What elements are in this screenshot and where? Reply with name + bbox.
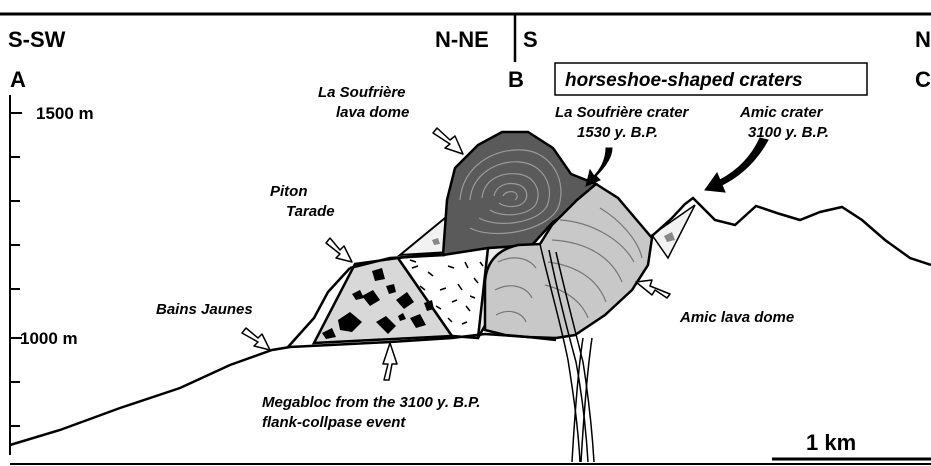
soufriere-dome-label-2: lava dome [336,104,409,121]
arrow-megabloc [383,343,397,380]
arrow-amic-crater [705,138,768,192]
arrow-soufriere-dome [433,128,463,154]
soufriere-dome-label-1: La Soufrière [318,84,406,101]
craters-box-label: horseshoe-shaped craters [565,70,803,91]
header-right-start: S [523,27,538,52]
bains-jaunes-label: Bains Jaunes [156,301,253,318]
arrow-bains-jaunes [242,328,270,350]
crater-arrows [586,138,768,192]
arrow-soufriere-crater [586,148,612,186]
scale-bar-label: 1 km [806,430,856,455]
point-a: A [10,67,26,92]
amic-crater-label-2: 3100 y. B.P. [748,124,829,141]
elevation-axis [10,95,22,455]
header-left-end: N-NE [435,27,489,52]
elevation-label-lower: 1000 m [20,329,78,348]
megabloc-label-2: flank-collpase event [262,414,406,431]
point-c: C [915,67,931,92]
amic-dome-label: Amic lava dome [679,309,794,326]
header-left-start: S-SW [8,27,66,52]
arrow-amic-dome [636,280,670,298]
amic-crater-label-1: Amic crater [739,104,824,121]
elevation-label-upper: 1500 m [36,104,94,123]
piton-tarade-label-1: Piton [270,183,308,200]
arrow-piton-tarade [326,238,352,262]
soufriere-crater-label-2: 1530 y. B.P. [577,124,658,141]
piton-tarade-label-2: Tarade [286,203,335,220]
header-right-end: N [915,27,931,52]
point-b: B [508,67,524,92]
soufriere-crater-label-1: La Soufrière crater [555,104,690,121]
megabloc-label-1: Megabloc from the 3100 y. B.P. [262,394,480,411]
